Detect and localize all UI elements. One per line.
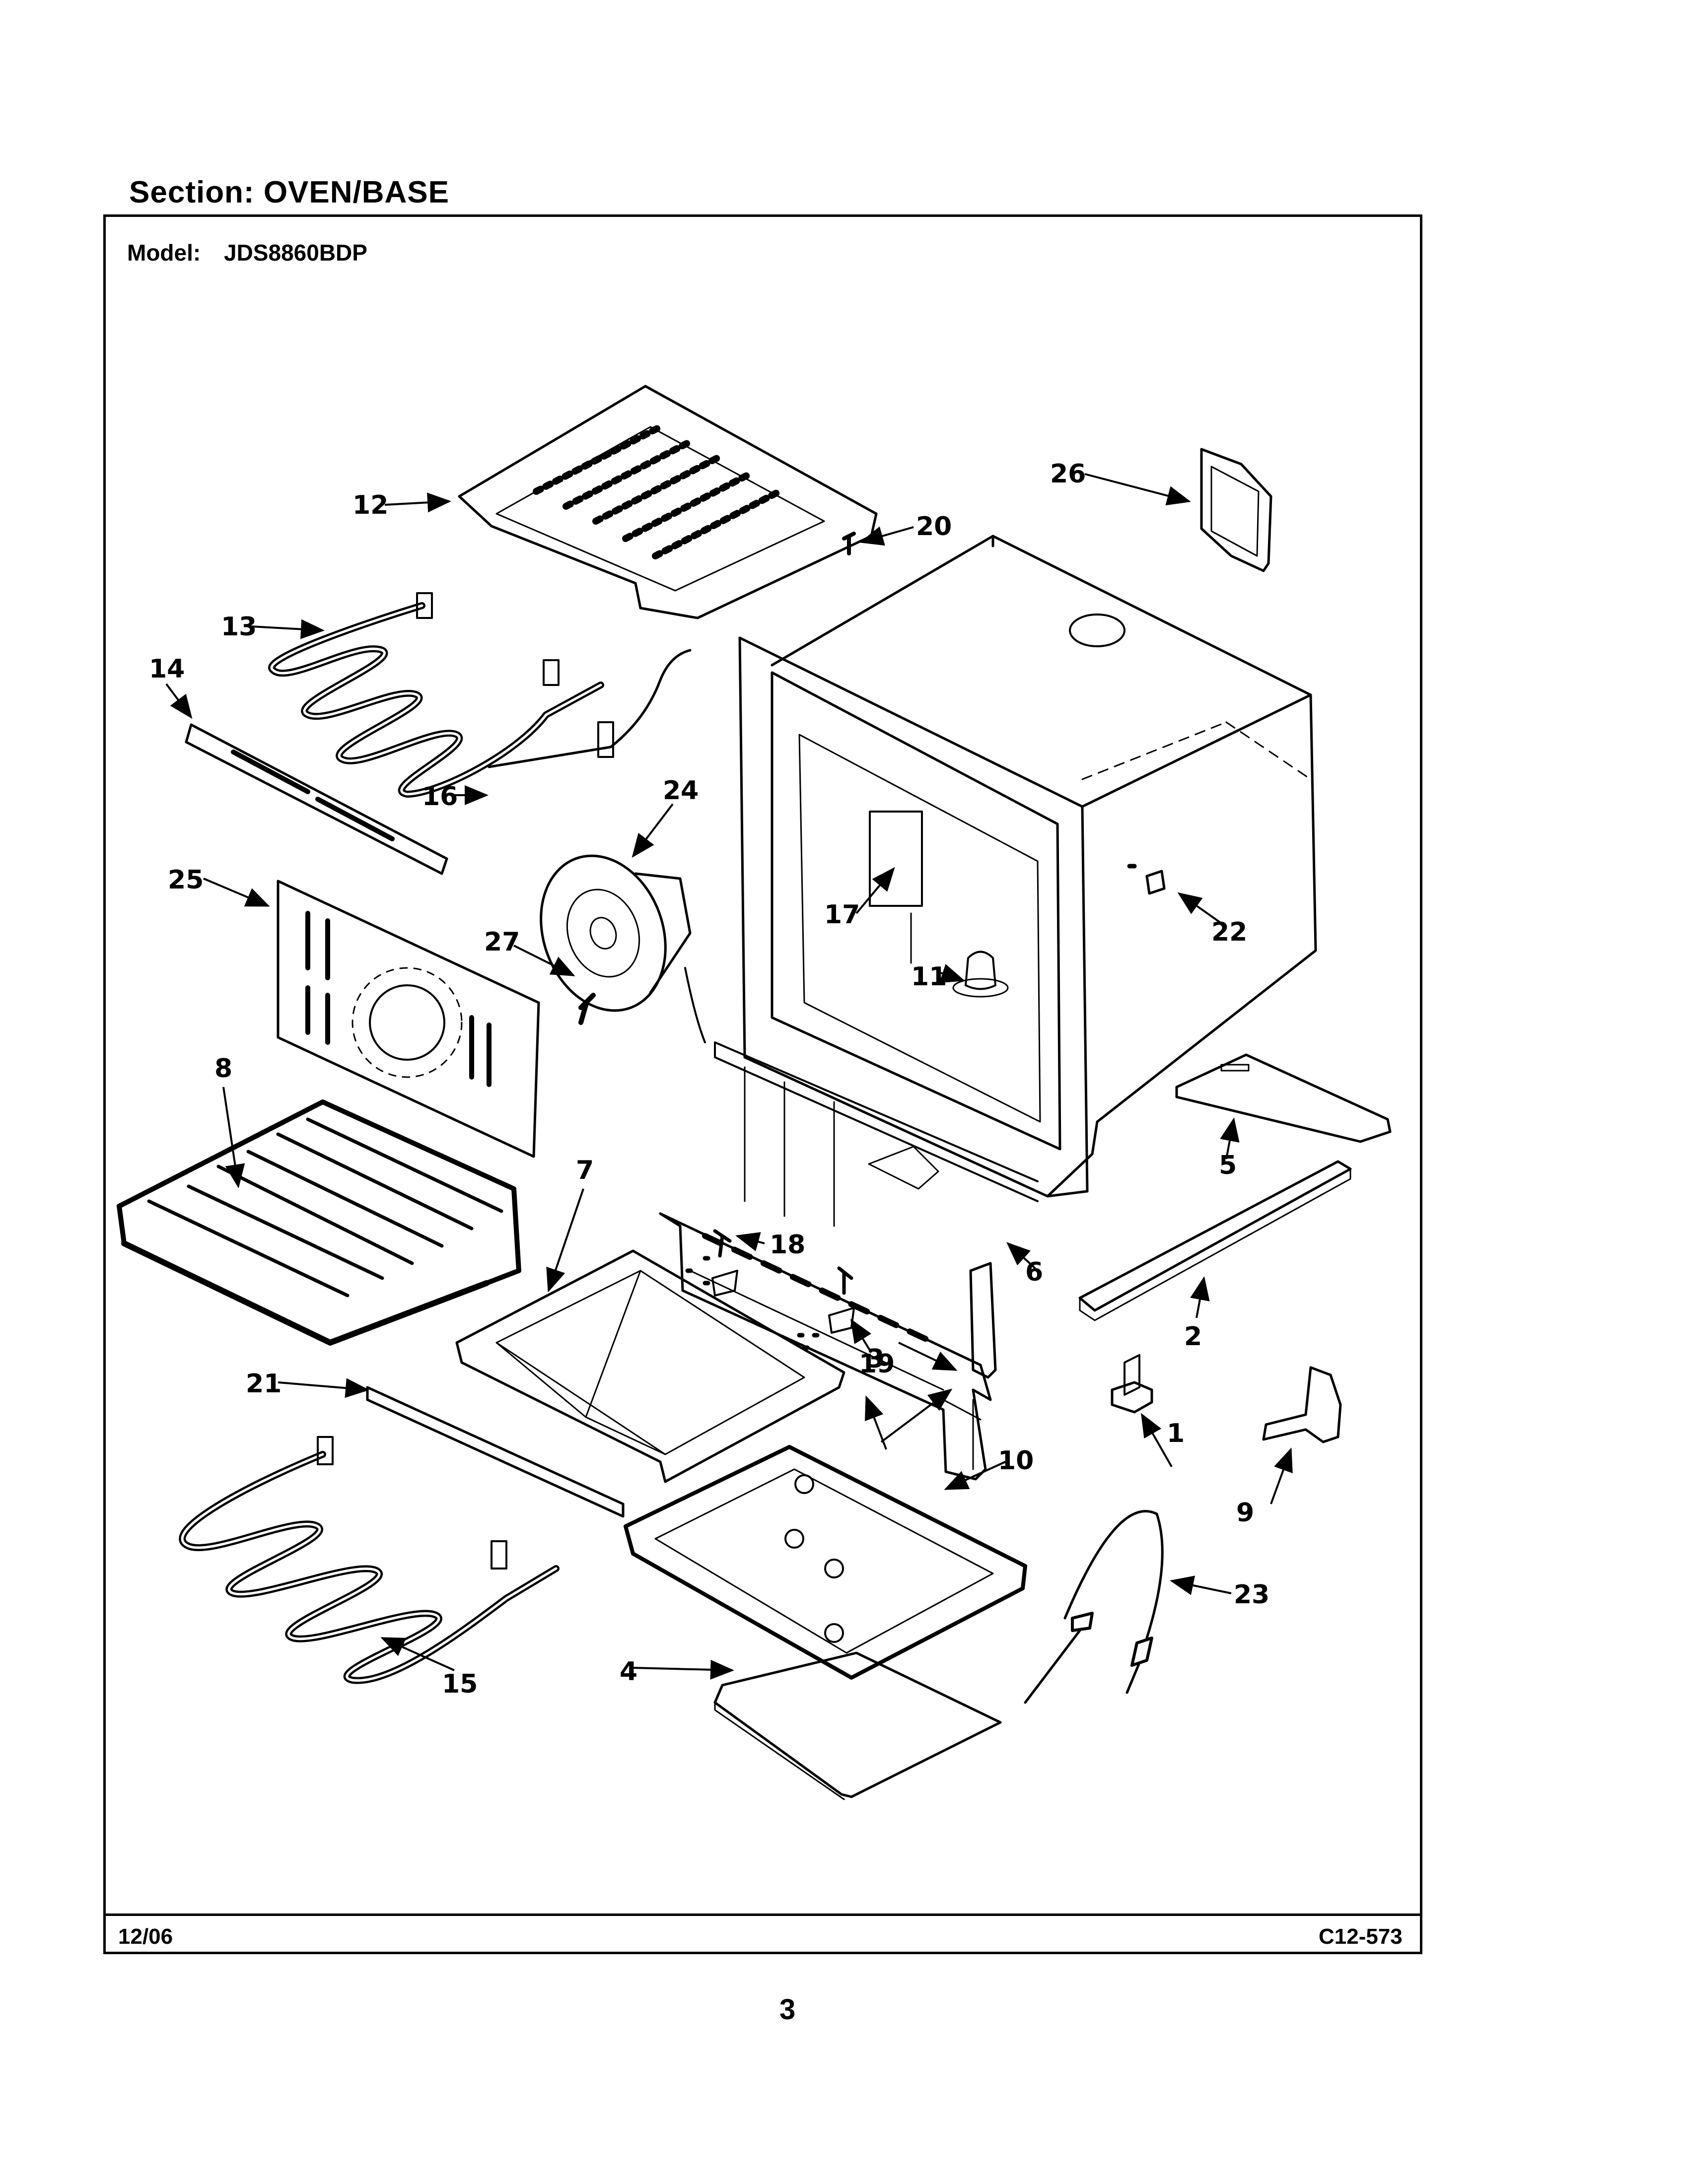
section-label: Section: [129, 175, 255, 209]
callout-26: 26 [1050, 459, 1086, 489]
part-broil-element [268, 592, 604, 798]
model-label: Model: [127, 240, 201, 266]
callout-19: 19 [859, 1349, 895, 1379]
callout-16: 16 [422, 782, 458, 812]
footer-code: C12-573 [1319, 1924, 1403, 1949]
callout-13: 13 [221, 612, 257, 642]
part-top-shield [458, 385, 878, 619]
part-baffle-25 [277, 880, 540, 1158]
callout-24: 24 [663, 776, 699, 806]
part-drawer-7 [455, 1249, 845, 1483]
page-number: 3 [779, 1993, 796, 2026]
part-rail-5 [1175, 1053, 1392, 1143]
callout-12: 12 [352, 490, 388, 520]
callout-23: 23 [1234, 1580, 1269, 1610]
part-frame-6 [659, 1212, 992, 1481]
callout-11: 11 [911, 962, 947, 992]
part-plate-4 [713, 1651, 1002, 1800]
part-probe-23 [1024, 1510, 1164, 1704]
callout-25: 25 [168, 865, 204, 895]
footer-date: 12/06 [118, 1924, 173, 1949]
part-sensor-16 [488, 649, 692, 768]
part-screw-27 [578, 993, 596, 1025]
callout-10: 10 [998, 1446, 1034, 1476]
part-bake-element [179, 1436, 560, 1684]
part-leg-1 [1111, 1354, 1153, 1414]
part-hardware-20-22 [842, 532, 1166, 895]
section-title: Section: OVEN/BASE [129, 175, 449, 210]
part-bracket-9 [1262, 1366, 1342, 1443]
callout-14: 14 [149, 654, 185, 684]
callout-4: 4 [620, 1657, 637, 1687]
part-strip-14 [185, 723, 448, 875]
part-pan-10 [624, 1445, 1027, 1680]
model-row: Model: JDS8860BDP [127, 239, 367, 266]
callout-7: 7 [576, 1156, 594, 1185]
callout-20: 20 [916, 512, 952, 542]
part-fan-24 [540, 854, 706, 1043]
callout-5: 5 [1219, 1151, 1237, 1180]
part-rack-8 [117, 1099, 521, 1346]
callout-6: 6 [1025, 1257, 1043, 1287]
callout-3: 3 [866, 1344, 884, 1374]
callout-22: 22 [1211, 917, 1247, 947]
part-leg-3 [969, 1262, 997, 1379]
part-rail-2 [1078, 1160, 1352, 1321]
callout-17: 17 [824, 900, 860, 930]
callout-8: 8 [214, 1054, 232, 1084]
callout-1: 1 [1167, 1419, 1185, 1448]
callout-15: 15 [442, 1669, 478, 1699]
callout-21: 21 [246, 1369, 281, 1399]
footer-divider [103, 1913, 1422, 1916]
diagram-frame [103, 214, 1422, 1954]
section-name: OVEN/BASE [263, 175, 450, 209]
part-oven-cavity [714, 535, 1317, 1227]
model-number: JDS8860BDP [224, 240, 367, 266]
callout-27: 27 [484, 927, 520, 957]
part-vent-26 [1200, 448, 1272, 572]
callout-18: 18 [770, 1230, 805, 1260]
part-brackets-18-19 [685, 1229, 855, 1350]
part-strip-21 [366, 1386, 625, 1518]
callout-9: 9 [1236, 1498, 1254, 1528]
callout-2: 2 [1184, 1322, 1202, 1352]
